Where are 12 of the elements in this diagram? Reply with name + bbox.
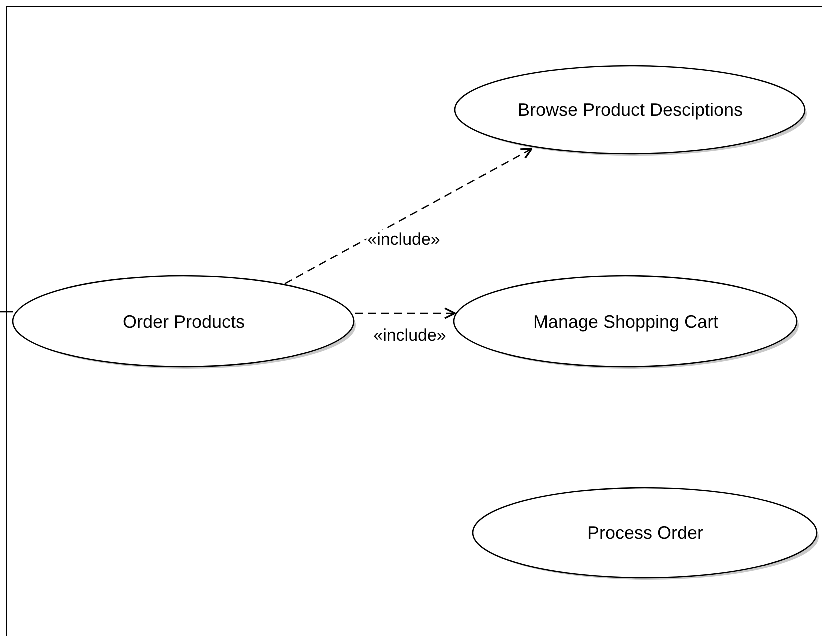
dashed-arrow: [355, 308, 456, 320]
system-boundary: [6, 6, 822, 636]
use-case-ellipse: [12, 274, 356, 370]
use-case-name: Browse Product Desciptions: [518, 100, 744, 121]
use-case-name: Order Products: [122, 312, 246, 332]
use-case-ellipse: [454, 64, 808, 156]
use-case-ellipse: [472, 486, 820, 580]
association-line: [0, 311, 13, 313]
use-case-ellipse: [452, 274, 800, 370]
use-case-name: Manage Shopping Cart: [533, 312, 719, 332]
use-case-name: Process Order: [587, 523, 704, 544]
dashed-arrow: [284, 148, 533, 284]
